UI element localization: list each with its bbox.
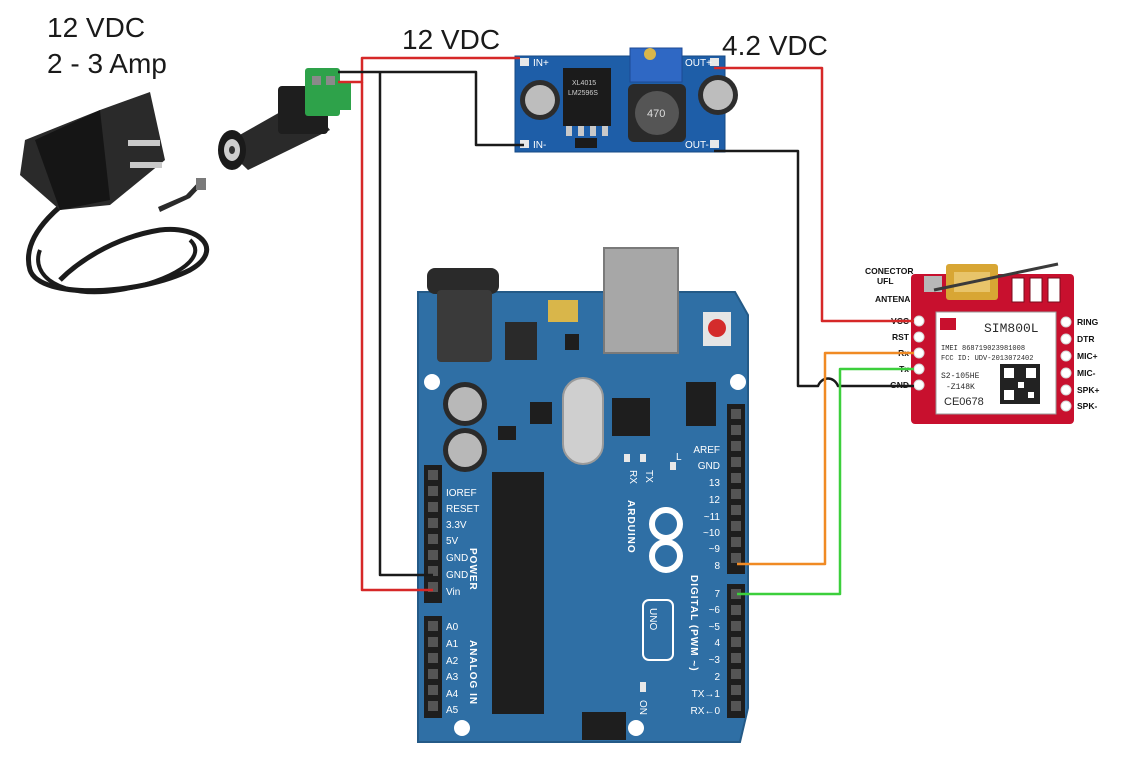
digital-pin-label: 2 xyxy=(714,672,720,683)
buck-input-voltage-label: 12 VDC xyxy=(402,24,501,55)
power-pin-label: 3.3V xyxy=(446,520,467,531)
wire-12v-to-vin xyxy=(360,82,433,592)
digital-pin-label: 12 xyxy=(709,495,721,506)
wire-rx-pin8 xyxy=(737,351,914,566)
arduino-analog-label: ANALOG IN xyxy=(467,640,478,705)
power-pin-label: Vin xyxy=(446,587,460,598)
sim800l-qr-code xyxy=(1000,364,1040,404)
power-pin-label: IOREF xyxy=(446,488,477,499)
arduino-led-l-label: L xyxy=(676,452,682,463)
buck-in-plus-label: IN+ xyxy=(533,58,549,69)
arduino-uno-board: RX TX L ARDUINO UNO DIGITAL (PWM ~) POWE… xyxy=(417,247,749,743)
buck-out-minus-label: OUT- xyxy=(685,140,709,151)
buck-output-voltage-label: 4.2 VDC xyxy=(722,30,828,61)
sim800l-pin-label: MIC- xyxy=(1077,368,1096,378)
digital-pin-label: ~11 xyxy=(704,512,721,523)
analog-pin-label: A2 xyxy=(446,656,459,667)
dc-barrel-jack xyxy=(218,68,351,170)
power-pin-label: GND xyxy=(446,553,468,564)
arduino-brand-label: ARDUINO xyxy=(625,500,636,554)
analog-pin-label: A1 xyxy=(446,639,459,650)
digital-pin-label: AREF xyxy=(693,445,720,456)
sim800l-antena-label: ANTENA xyxy=(875,294,910,304)
sim800l-pin-label: RST xyxy=(892,332,910,342)
buck-chip-label: XL4015 xyxy=(572,80,596,87)
sim800l-pin-label: MIC+ xyxy=(1077,351,1098,361)
arduino-digital-label: DIGITAL (PWM ~) xyxy=(688,575,699,672)
wire-ground-to-arduino xyxy=(378,72,433,577)
arduino-on-label: ON xyxy=(637,700,648,715)
digital-pin-label: TX→1 xyxy=(692,689,721,700)
arduino-led-tx-label: TX xyxy=(643,470,654,483)
analog-pin-label: A3 xyxy=(446,672,459,683)
digital-pin-label: ~5 xyxy=(709,622,721,633)
sim800l-module: SIM800L IMEI 868719023981008 FCC ID: UDV… xyxy=(865,262,1099,424)
digital-pin-label: RX←0 xyxy=(691,706,721,717)
sim800l-fcc: FCC ID: UDV-2013072402 xyxy=(941,355,1033,363)
wire-4v2-positive xyxy=(714,66,914,323)
arduino-power-label: POWER xyxy=(467,548,478,591)
sim800l-model-1: S2-105HE xyxy=(941,372,980,381)
sim800l-conector-label: CONECTOR xyxy=(865,266,914,276)
digital-pin-label: 4 xyxy=(714,638,720,649)
arduino-uno-badge: UNO xyxy=(642,599,674,661)
arduino-model-label: UNO xyxy=(647,608,658,630)
sim800l-ce-mark: CE0678 xyxy=(944,396,984,408)
sim800l-pin-label: SPK- xyxy=(1077,401,1097,411)
sim800l-title: SIM800L xyxy=(984,321,1039,336)
digital-pin-label: 13 xyxy=(709,478,721,489)
buck-in-minus-label: IN- xyxy=(533,140,546,151)
wires xyxy=(338,56,914,596)
buck-out-plus-label: OUT+ xyxy=(685,58,712,69)
digital-pin-label: ~6 xyxy=(709,605,721,616)
buck-converter-module: IN+ IN- OUT+ OUT- XL4015 LM2596S 470 xyxy=(514,47,738,153)
buck-chip-label-2: LM2596S xyxy=(568,90,598,97)
power-pin-label: 5V xyxy=(446,536,459,547)
analog-pin-label: A0 xyxy=(446,622,459,633)
wire-12v-ground xyxy=(338,70,524,147)
supply-current-label: 2 - 3 Amp xyxy=(47,48,167,79)
digital-pin-label: ~3 xyxy=(709,655,721,666)
analog-pin-label: A5 xyxy=(446,705,459,716)
power-pin-label: GND xyxy=(446,570,468,581)
sim800l-model-2: -Z148K xyxy=(946,383,975,392)
supply-voltage-label: 12 VDC xyxy=(47,12,146,43)
digital-pin-label: GND xyxy=(698,461,720,472)
wire-tx-pin7 xyxy=(737,367,914,596)
arduino-led-rx-label: RX xyxy=(627,470,638,484)
power-pin-label: RESET xyxy=(446,504,479,515)
sim800l-pin-label: SPK+ xyxy=(1077,385,1099,395)
sim800l-pin-label: DTR xyxy=(1077,334,1094,344)
digital-pin-label: 8 xyxy=(714,561,720,572)
sim800l-ufl-label: UFL xyxy=(877,276,894,286)
wire-12v-positive xyxy=(338,56,520,84)
sim800l-pin-label: RING xyxy=(1077,317,1099,327)
digital-pin-label: ~9 xyxy=(709,544,721,555)
power-adapter xyxy=(20,92,210,295)
sim800l-imei: IMEI 868719023981008 xyxy=(941,345,1025,353)
analog-pin-label: A4 xyxy=(446,689,459,700)
digital-pin-label: 7 xyxy=(714,589,720,600)
digital-pin-label: ~10 xyxy=(703,528,720,539)
arduino-infinity-logo xyxy=(649,507,683,573)
buck-inductor-label: 470 xyxy=(647,108,665,120)
